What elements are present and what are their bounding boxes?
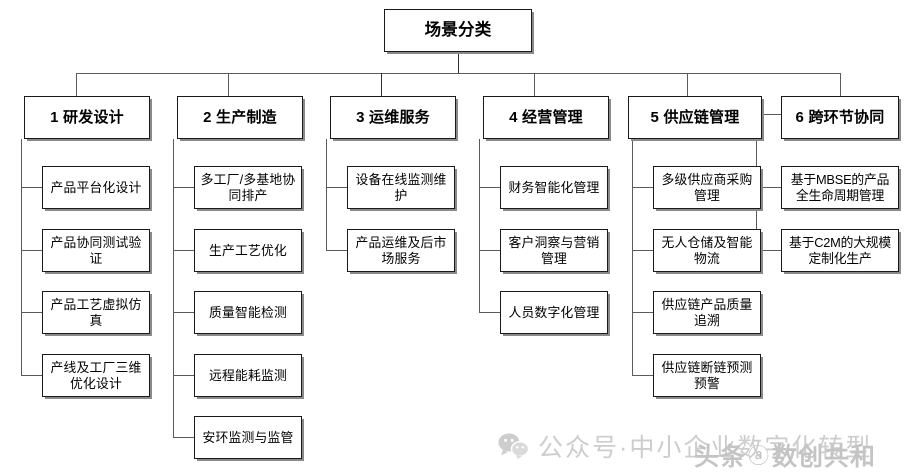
leaf-2-5[interactable]: 安环监测与监管 [194, 416, 302, 459]
connector-stub-4-2 [479, 250, 500, 251]
column-header-3[interactable]: 3 运维服务 [330, 96, 456, 139]
connector-stub-1-4 [21, 375, 42, 376]
leaf-1-3[interactable]: 产品工艺虚拟仿真 [42, 291, 150, 334]
connector-stub-2-4 [173, 375, 194, 376]
connector-stub-3-1 [326, 187, 347, 188]
column-header-5[interactable]: 5 供应链管理 [628, 96, 762, 139]
connector-bus-drop-5 [687, 73, 688, 96]
connector-stub-1-3 [21, 312, 42, 313]
leaf-2-1[interactable]: 多工厂/多基地协同排产 [194, 166, 302, 209]
connector-root-stem [458, 52, 460, 74]
leaf-2-4-label: 远程能耗监测 [209, 367, 287, 383]
leaf-4-3-label: 人员数字化管理 [508, 304, 600, 320]
leaf-4-2-label: 客户洞察与营销管理 [508, 235, 600, 266]
leaf-2-3[interactable]: 质量智能检测 [194, 291, 302, 334]
toutiao-watermark: 头条 ⓐ 数创共和 [694, 437, 876, 472]
connector-bus-drop-2 [228, 73, 229, 96]
leaf-4-3[interactable]: 人员数字化管理 [500, 291, 608, 334]
column-header-6[interactable]: 6 跨环节协同 [781, 96, 899, 139]
leaf-5-3[interactable]: 供应链产品质量追溯 [653, 291, 761, 334]
at-icon: ⓐ [748, 445, 771, 468]
leaf-3-2-label: 产品运维及后市场服务 [355, 235, 447, 266]
leaf-6-1-label: 基于MBSE的产品全生命周期管理 [790, 172, 890, 203]
column-header-2-label: 2 生产制造 [203, 108, 277, 126]
leaf-1-3-label: 产品工艺虚拟仿真 [50, 297, 142, 328]
connector-stub-6-2 [756, 250, 781, 251]
column-header-5-label: 5 供应链管理 [650, 108, 740, 126]
column-header-2[interactable]: 2 生产制造 [177, 96, 303, 139]
leaf-1-1-label: 产品平台化设计 [50, 179, 142, 195]
leaf-1-4-label: 产线及工厂三维优化设计 [50, 360, 142, 391]
leaf-1-4[interactable]: 产线及工厂三维优化设计 [42, 354, 150, 397]
leaf-2-2[interactable]: 生产工艺优化 [194, 229, 302, 272]
connector-stub-2-3 [173, 312, 194, 313]
toutiao-watermark-name: 数创共和 [772, 443, 877, 471]
connector-stub-1-1 [21, 187, 42, 188]
leaf-1-2-label: 产品协同测试验证 [50, 235, 142, 266]
connector-stub-5-4 [632, 375, 653, 376]
column-header-3-label: 3 运维服务 [356, 108, 430, 126]
connector-stub-3-2 [326, 250, 347, 251]
connector-bus-drop-4 [534, 73, 535, 96]
connector-trunk-2 [173, 139, 174, 437]
column-header-1[interactable]: 1 研发设计 [24, 96, 150, 139]
leaf-5-2[interactable]: 无人仓储及智能物流 [653, 229, 761, 272]
leaf-2-3-label: 质量智能检测 [209, 304, 287, 320]
leaf-5-1[interactable]: 多级供应商采购管理 [653, 166, 761, 209]
connector-trunk-4 [479, 139, 480, 312]
leaf-3-1[interactable]: 设备在线监测维护 [347, 166, 455, 209]
connector-stub-5-3 [632, 312, 653, 313]
wechat-watermark: 公众号·中小企业数字化转型 [498, 428, 872, 464]
connector-stub-6-head [756, 114, 781, 115]
leaf-1-1[interactable]: 产品平台化设计 [42, 166, 150, 209]
root-node[interactable]: 场景分类 [384, 9, 532, 52]
connector-trunk-3 [326, 139, 327, 250]
wechat-icon [498, 433, 530, 459]
connector-stub-2-1 [173, 187, 194, 188]
connector-stub-5-2 [632, 250, 653, 251]
column-header-4[interactable]: 4 经营管理 [483, 96, 609, 139]
connector-trunk-1 [21, 139, 22, 375]
leaf-5-3-label: 供应链产品质量追溯 [661, 297, 753, 328]
leaf-1-2[interactable]: 产品协同测试验证 [42, 229, 150, 272]
connector-bus-drop-6 [840, 73, 841, 96]
leaf-2-4[interactable]: 远程能耗监测 [194, 354, 302, 397]
leaf-5-4[interactable]: 供应链断链预测预警 [653, 354, 761, 397]
leaf-5-4-label: 供应链断链预测预警 [661, 360, 753, 391]
column-header-6-label: 6 跨环节协同 [795, 108, 885, 126]
connector-bus-drop-3 [381, 73, 383, 96]
connector-stub-2-2 [173, 250, 194, 251]
connector-stub-6-1 [756, 187, 781, 188]
connector-stub-4-1 [479, 187, 500, 188]
connector-stub-5-1 [632, 187, 653, 188]
column-header-1-label: 1 研发设计 [50, 108, 124, 126]
connector-bus [76, 73, 840, 74]
leaf-2-5-label: 安环监测与监管 [202, 429, 294, 445]
leaf-4-1[interactable]: 财务智能化管理 [500, 166, 608, 209]
leaf-5-1-label: 多级供应商采购管理 [661, 172, 753, 203]
leaf-5-2-label: 无人仓储及智能物流 [661, 235, 753, 266]
leaf-3-2[interactable]: 产品运维及后市场服务 [347, 229, 455, 272]
leaf-2-2-label: 生产工艺优化 [209, 242, 287, 258]
connector-stub-2-5 [173, 437, 194, 438]
connector-stub-4-3 [479, 312, 500, 313]
column-header-4-label: 4 经营管理 [509, 108, 583, 126]
leaf-4-2[interactable]: 客户洞察与营销管理 [500, 229, 608, 272]
connector-stub-1-2 [21, 250, 42, 251]
leaf-6-1[interactable]: 基于MBSE的产品全生命周期管理 [781, 166, 899, 209]
wechat-watermark-text: 公众号·中小企业数字化转型 [538, 434, 873, 462]
leaf-3-1-label: 设备在线监测维护 [355, 172, 447, 203]
leaf-4-1-label: 财务智能化管理 [508, 179, 600, 195]
root-node-label: 场景分类 [424, 20, 492, 39]
connector-trunk-5 [632, 139, 633, 375]
leaf-2-1-label: 多工厂/多基地协同排产 [200, 172, 296, 203]
connector-bus-drop-1 [76, 73, 77, 96]
leaf-6-2-label: 基于C2M的大规模定制化生产 [789, 235, 891, 266]
toutiao-watermark-prefix: 头条 [694, 443, 747, 471]
leaf-6-2[interactable]: 基于C2M的大规模定制化生产 [781, 229, 899, 272]
